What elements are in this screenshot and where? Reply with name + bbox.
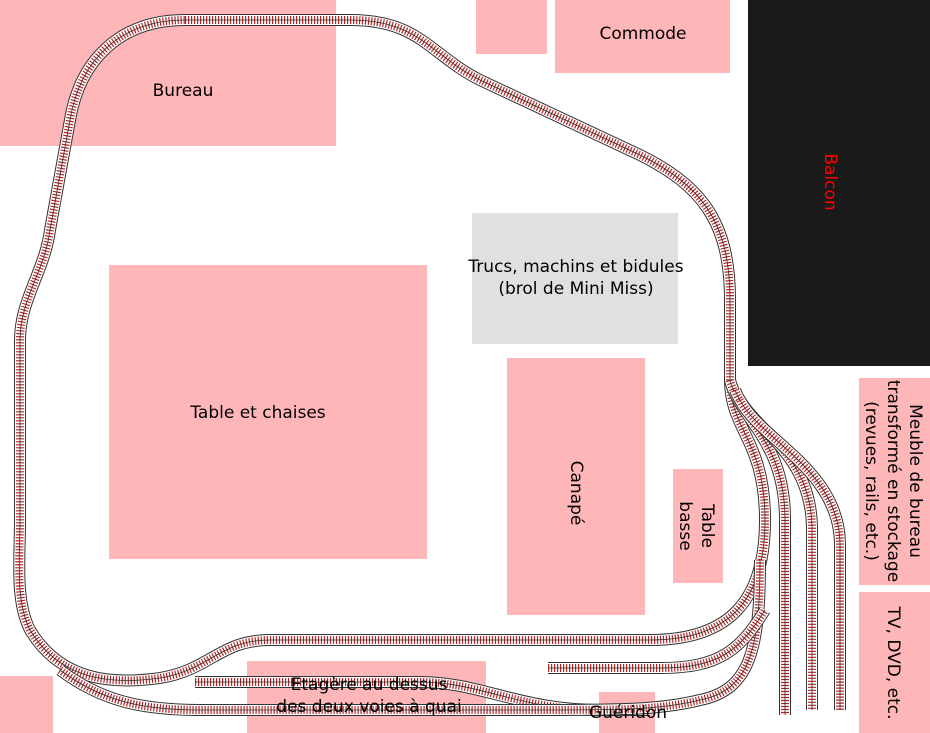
table-basse-zone [673, 469, 723, 583]
meuble-label-line3: (revues, rails, etc.) [861, 401, 881, 561]
main-loop-track-layer [15, 16, 769, 685]
etagere-label-line2: des deux voies à quai [276, 697, 462, 717]
small-box-bottom-left [0, 676, 53, 733]
canape-zone [507, 358, 645, 615]
commode-label: Commode [599, 24, 687, 44]
main-loop-track-layer [18, 19, 766, 681]
meuble-label: Meuble de bureau transformé en stockage … [860, 380, 926, 582]
table-label: Table et chaises [190, 403, 326, 423]
etagere-label-line1: Etagère au dessus [290, 675, 448, 695]
meuble-label-line1: Meuble de bureau [905, 404, 925, 558]
bureau-label: Bureau [152, 81, 214, 101]
commode-zone [555, 0, 730, 73]
table-basse-label: Table basse [674, 501, 718, 550]
main-loop-track-layer [13, 14, 771, 687]
etagere-zone [247, 661, 486, 733]
trucs-zone [472, 213, 678, 344]
spur-track-layer [548, 609, 766, 669]
trucs-label-line2: (brol de Mini Miss) [498, 279, 654, 299]
main-loop-track [19, 20, 765, 681]
tv-zone [859, 592, 930, 733]
balcon-label: Balcon [820, 153, 840, 211]
gueridon-label: Guéridon [588, 703, 668, 723]
platform-track-layer [59, 559, 761, 711]
trucs-label: Trucs, machins et bidules (brol de Mini … [468, 256, 683, 300]
trucs-label-line1: Trucs, machins et bidules [468, 257, 684, 277]
track-paths [13, 14, 846, 716]
small-box-top [476, 0, 547, 54]
table-basse-label-line1: Table [697, 504, 717, 548]
canape-label: Canapé [566, 460, 586, 526]
tv-label: TV, DVD, etc. [883, 606, 903, 720]
meuble-label-line2: transformé en stockage [883, 379, 903, 583]
table-basse-label-line2: basse [675, 501, 695, 551]
etagere-label: Etagère au dessus des deux voies à quai [276, 674, 461, 718]
main-loop-track-layer [14, 15, 770, 686]
yard-track-3-layer [739, 399, 841, 710]
meuble-zone [859, 378, 930, 585]
table-zone [109, 265, 427, 559]
balcon-zone [748, 0, 930, 366]
